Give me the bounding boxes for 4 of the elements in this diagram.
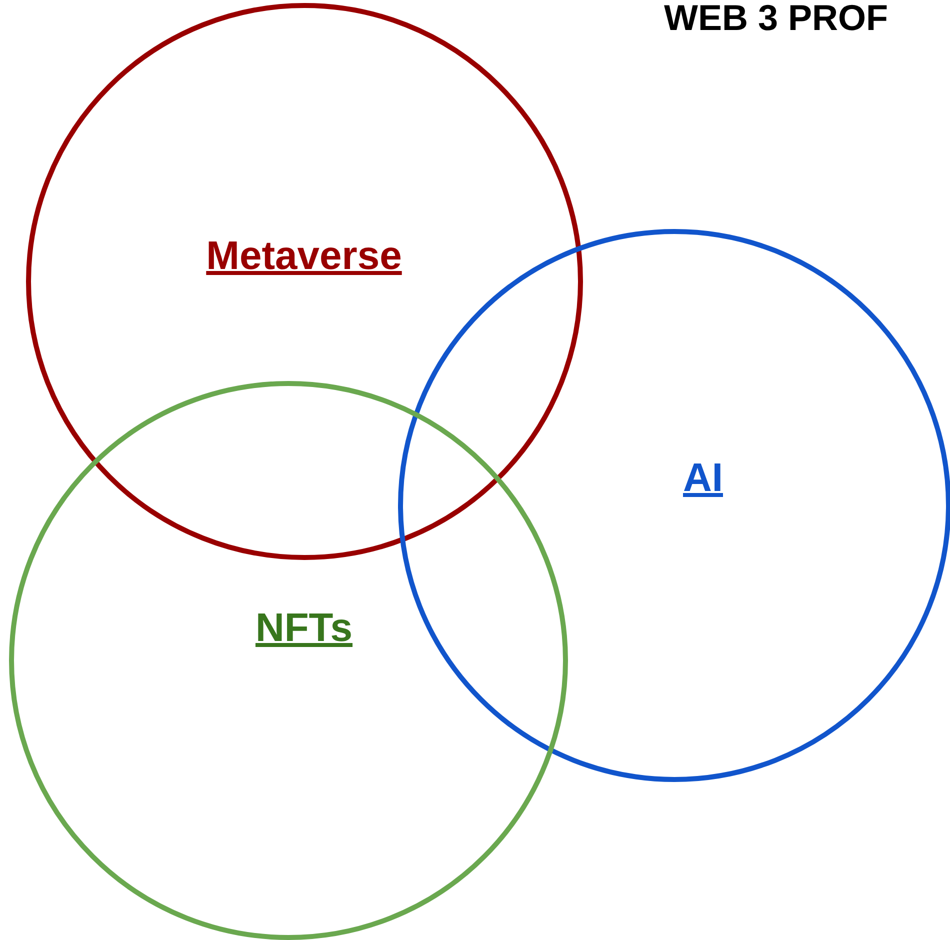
circle-label: NFTs — [255, 608, 353, 648]
circle-label: AI — [683, 458, 723, 498]
title: WEB 3 PROF — [664, 0, 888, 36]
circle-label: Metaverse — [206, 236, 402, 276]
